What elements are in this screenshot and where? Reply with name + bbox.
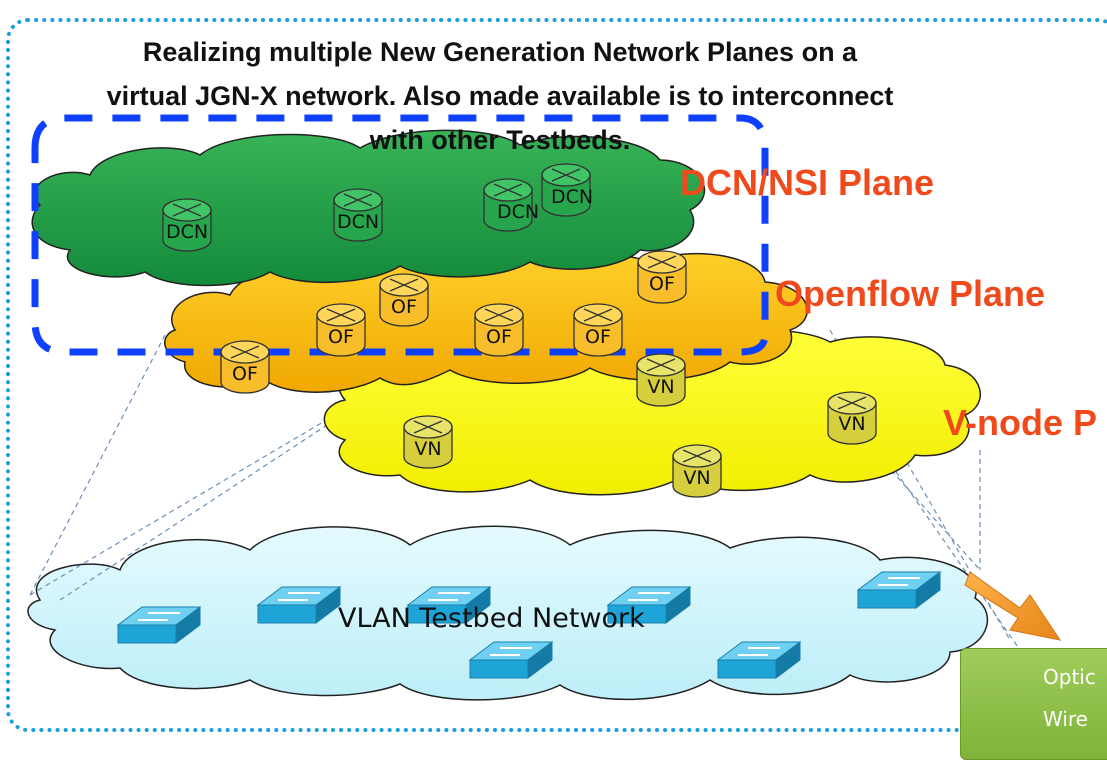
dcn-region-outline <box>31 114 769 356</box>
vnode-router-icon <box>636 353 686 407</box>
vn-node-label: VN <box>838 413 866 435</box>
vn-node-label: VN <box>683 467 711 489</box>
openflow-plane-label: Openflow Plane <box>775 273 1046 314</box>
outer-frame <box>6 18 1107 732</box>
optic-line-1: Optic <box>1043 665 1096 689</box>
dcn-node-label: DCN <box>496 201 540 223</box>
of-node-label: OF <box>232 363 258 385</box>
dcn-router-icon <box>483 178 533 232</box>
of-node-label: OF <box>328 326 354 348</box>
vlan-network-label: VLAN Testbed Network <box>338 603 645 634</box>
switch-icon <box>116 606 202 644</box>
switch-icon <box>256 586 342 624</box>
switch-icon <box>406 586 492 624</box>
openflow-router-icon <box>220 340 270 394</box>
title-line-1: Realizing multiple New Generation Networ… <box>142 37 858 67</box>
dcn-node-label: DCN <box>165 221 209 243</box>
openflow-router-icon <box>637 250 687 304</box>
dcn-router-icon <box>162 198 212 252</box>
network-planes-diagram <box>6 18 1107 732</box>
dcn-plane-label: DCN/NSI Plane <box>680 162 935 203</box>
vnode-router-icon <box>827 391 877 445</box>
title-line-2: virtual JGN-X network. Also made availab… <box>106 81 894 111</box>
of-node-label: OF <box>649 273 675 295</box>
dcn-router-icon <box>541 163 591 217</box>
openflow-router-icon <box>316 303 366 357</box>
dcn-node-label: DCN <box>336 211 380 233</box>
dcn-node-label: DCN <box>550 186 594 208</box>
openflow-router-icon <box>379 273 429 327</box>
vnode-router-icon <box>672 444 722 498</box>
of-node-label: OF <box>486 326 512 348</box>
optic-wireless-box: Optic Wire <box>960 648 1107 760</box>
dcn-router-icon <box>333 188 383 242</box>
switch-icon <box>856 571 942 609</box>
arrow-to-optic <box>964 571 1062 641</box>
openflow-router-icon <box>474 303 524 357</box>
switch-icon <box>716 641 802 679</box>
title-line-3: with other Testbeds. <box>369 125 631 155</box>
of-node-label: OF <box>585 326 611 348</box>
vnode-plane-label: V-node P <box>943 402 1098 443</box>
switch-icon <box>606 586 692 624</box>
optic-line-2: Wire <box>1043 707 1088 731</box>
switch-icon <box>468 641 554 679</box>
diagram-title: Realizing multiple New Generation Networ… <box>20 30 980 162</box>
vnode-router-icon <box>403 415 453 469</box>
openflow-router-icon <box>573 303 623 357</box>
vn-node-label: VN <box>414 438 442 460</box>
of-node-label: OF <box>391 296 417 318</box>
vn-node-label: VN <box>647 376 675 398</box>
